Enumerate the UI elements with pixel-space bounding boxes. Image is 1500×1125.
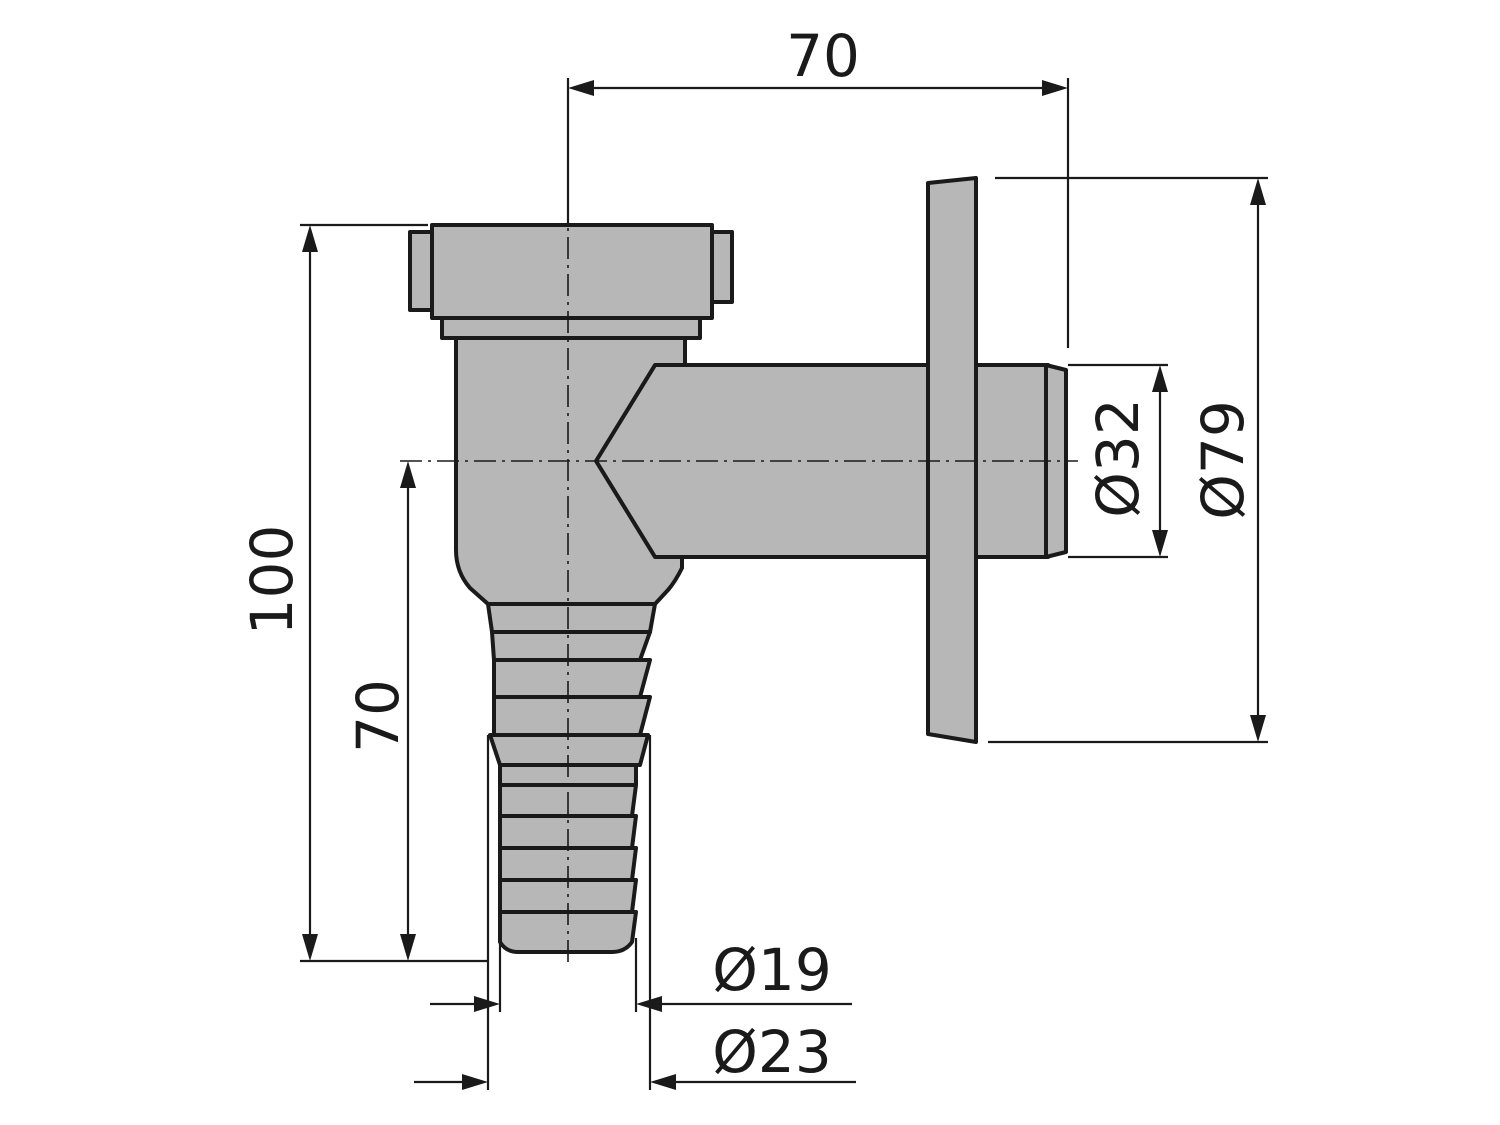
dimension-axis-height: 70 xyxy=(344,461,416,961)
wall-flange xyxy=(926,176,978,744)
union-nut-lug-right xyxy=(710,230,734,304)
dimension-label-overall-height: 100 xyxy=(238,525,306,636)
dimension-outlet-diameter: Ø32 xyxy=(1068,363,1168,559)
dimension-label-outlet-diameter: Ø32 xyxy=(1084,398,1152,517)
vertical-body xyxy=(454,336,687,606)
dimension-label-flange-diameter: Ø79 xyxy=(1189,400,1257,519)
dimension-hose-outer-diameter: Ø23 xyxy=(414,735,856,1090)
dimension-label-top-width: 70 xyxy=(786,22,860,90)
dimension-flange-diameter: Ø79 xyxy=(988,176,1268,744)
union-nut-lug-left xyxy=(408,230,434,312)
union-nut xyxy=(430,223,714,320)
fitting-body xyxy=(408,176,1068,954)
dimension-hose-inner-diameter: Ø19 xyxy=(430,936,852,1012)
dimension-label-hose-inner-diameter: Ø19 xyxy=(712,936,831,1004)
hose-barb xyxy=(486,602,657,954)
dimension-top-width: 70 xyxy=(566,22,1070,348)
center-lines xyxy=(400,200,1078,965)
dimension-overall-height: 100 xyxy=(238,223,488,963)
outlet-pipe-end xyxy=(1044,363,1068,559)
thread-band xyxy=(440,316,702,340)
dimension-label-hose-outer-diameter: Ø23 xyxy=(712,1018,831,1086)
dimension-label-axis-height: 70 xyxy=(344,679,412,753)
